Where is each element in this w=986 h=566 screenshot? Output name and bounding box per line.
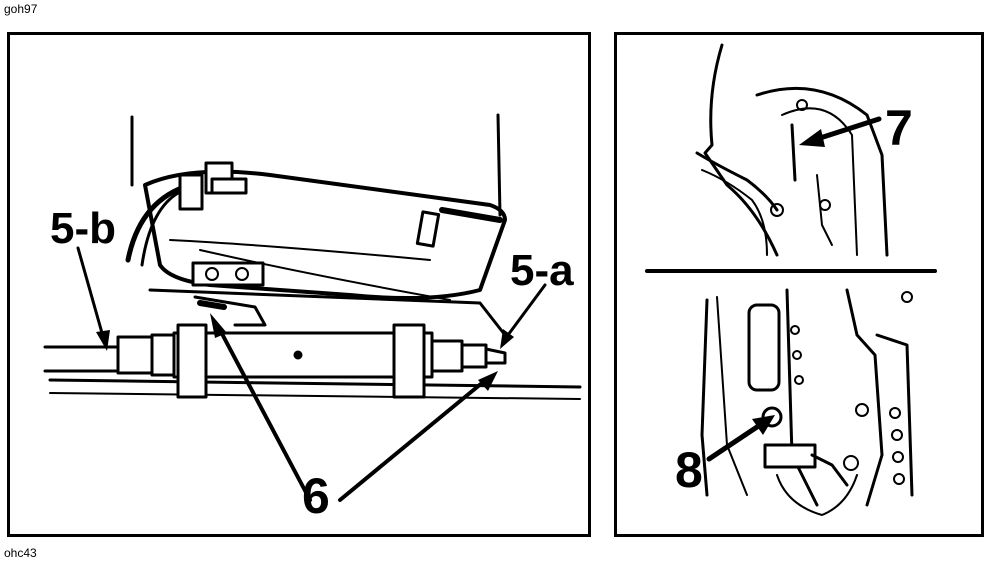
figure-code-top: goh97 [4,2,38,16]
steering-cylinder-illustration: 5-b 5-a 6 [43,113,582,524]
detail-illustrations: 7 8 [645,43,937,516]
callout-8: 8 [675,442,703,498]
callout-7: 7 [885,100,913,156]
figure-code-bottom: ohc43 [4,546,37,560]
callout-6: 6 [302,468,330,524]
detail-panel: 7 8 [614,32,984,537]
steering-cylinder-panel: 5-b 5-a 6 [7,32,591,537]
callout-5b: 5-b [50,204,116,253]
callout-5a: 5-a [510,246,574,295]
